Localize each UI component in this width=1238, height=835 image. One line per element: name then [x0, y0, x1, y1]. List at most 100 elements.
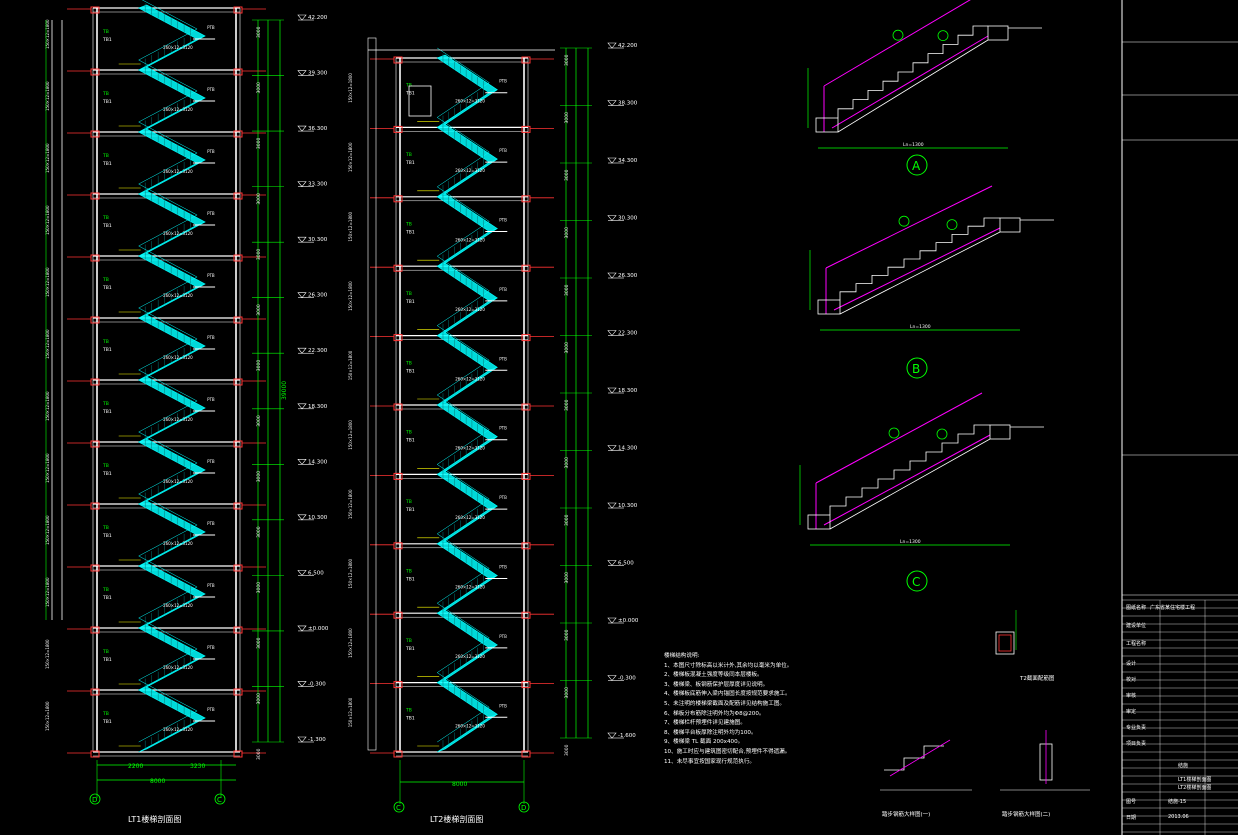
handrail — [437, 568, 490, 604]
elevation-triangle — [297, 681, 307, 687]
detail-b-label: B — [912, 362, 920, 376]
beam — [393, 750, 403, 758]
landing-beam — [817, 299, 841, 315]
left-dim-b: 3230 — [190, 763, 205, 770]
tb-row: LT2楼梯剖面图 — [1178, 785, 1212, 791]
tb-project: 广东省某住宅楼工程 — [1150, 605, 1196, 611]
tb-row: 图号 — [1126, 799, 1137, 805]
stair-label: TB1 — [102, 409, 112, 415]
beam — [90, 254, 100, 262]
note-line: 10、施工时应与建筑图密切配合,预埋件不得遗漏。 — [664, 748, 791, 755]
elevation-triangle — [607, 732, 617, 739]
axis-bubble — [393, 801, 405, 813]
vertical-dim-label: 150×12=1800 — [348, 628, 353, 658]
landing-beam — [989, 424, 1011, 440]
stair-dim-label: 260×12=3120 — [455, 723, 485, 728]
stair-label: TB — [102, 401, 109, 407]
elevation-label: -0.300 — [308, 681, 326, 687]
callout-bubble — [892, 29, 904, 41]
stair-dim-label: 260×12=3120 — [455, 515, 485, 520]
stair-label: TB — [405, 430, 412, 436]
elevation-label: -0.300 — [618, 676, 636, 682]
stair-label: TB — [102, 711, 109, 717]
elevation-triangle — [607, 330, 617, 336]
elevation-triangle — [607, 445, 617, 451]
beam — [233, 564, 243, 572]
beam — [233, 688, 243, 696]
note-line: 1、本图尺寸除标高以米计外,其余均以毫米为单位。 — [664, 662, 793, 669]
landing-beam — [987, 25, 1009, 41]
elevation-label: 33.300 — [308, 182, 328, 188]
handrail — [437, 394, 490, 430]
stair-label: TB — [405, 499, 412, 505]
beam — [233, 6, 243, 14]
elevation-triangle — [607, 42, 617, 49]
vertical-dim-label: 150×12=1800 — [45, 267, 50, 297]
left-axis-c: C — [217, 796, 222, 804]
elevation-label: 6.500 — [618, 561, 634, 567]
beam — [233, 750, 243, 758]
beam — [233, 254, 243, 262]
handrail — [138, 183, 198, 216]
landing-beam — [999, 217, 1021, 233]
stair-label: TB — [405, 152, 412, 158]
stair-label: TB1 — [102, 595, 112, 601]
stair-label: TB — [405, 360, 412, 366]
handrail — [437, 221, 490, 257]
stair-label: TB — [102, 587, 109, 593]
stair-flight — [436, 332, 498, 371]
handrail — [138, 59, 198, 92]
vertical-dim-label: 150×12=1800 — [348, 558, 353, 588]
elevation-triangle — [297, 459, 307, 465]
slab-soffit — [839, 231, 1001, 315]
stair-flight — [436, 471, 498, 510]
handrail — [437, 360, 490, 396]
beam — [393, 472, 403, 480]
elevation-label: -1.600 — [618, 733, 636, 739]
elevation-dim-text: 3000 — [564, 399, 570, 411]
note-line: 7、楼梯栏杆预埋件详见建施图。 — [664, 720, 746, 727]
vertical-dim-label: 150×12=1800 — [45, 639, 50, 669]
stair-flight — [437, 575, 498, 614]
elevation-label: 30.300 — [308, 237, 328, 243]
elevation-label: 18.300 — [308, 404, 328, 410]
handrail — [437, 707, 490, 743]
stair-flight — [138, 407, 206, 443]
stair-label: TB — [405, 83, 412, 89]
structural-notes: 楼梯结构说明: 1、本图尺寸除标高以米计外,其余均以毫米为单位。 2、楼梯板混凝… — [664, 652, 869, 767]
dim-text: Ln=1300 — [900, 539, 921, 545]
stair-label: TB1 — [102, 37, 112, 43]
beam — [233, 316, 243, 324]
handrail — [141, 0, 198, 30]
stair-flight — [436, 54, 498, 94]
elevation-triangle — [297, 14, 307, 21]
beam — [521, 750, 531, 758]
beam — [521, 542, 531, 550]
stair-flight — [137, 376, 206, 412]
stair-dim-label: 260×12=3120 — [455, 654, 485, 659]
elevation-dim-text: 3000 — [256, 360, 262, 372]
dim-text: Ln=1300 — [910, 324, 931, 330]
stair-flight — [137, 500, 206, 536]
stair-label: PTB — [207, 149, 215, 154]
elevation-triangle — [297, 736, 307, 743]
step-rebar — [889, 739, 951, 777]
elevation-label: 39.300 — [308, 71, 328, 77]
beam — [393, 56, 403, 64]
detail-bubble — [906, 570, 928, 592]
beam — [393, 403, 403, 411]
stair-label: TB — [405, 291, 412, 297]
elevation-triangle — [297, 514, 307, 521]
beam — [233, 626, 243, 634]
vertical-dim-label: 150×12=1800 — [348, 489, 353, 519]
stair-label: TB — [102, 525, 109, 531]
roof-door — [408, 85, 432, 117]
elevation-dim-text: 3000 — [564, 112, 570, 124]
left-column — [367, 37, 377, 751]
note-line: 11、未尽事宜按国家现行规范执行。 — [664, 758, 756, 765]
stair-flight — [138, 159, 206, 195]
handrail — [437, 117, 490, 153]
stair-label: PTB — [207, 521, 215, 526]
step-profile — [839, 217, 1000, 300]
t2-section-title: T2截面配筋图 — [1019, 674, 1055, 682]
